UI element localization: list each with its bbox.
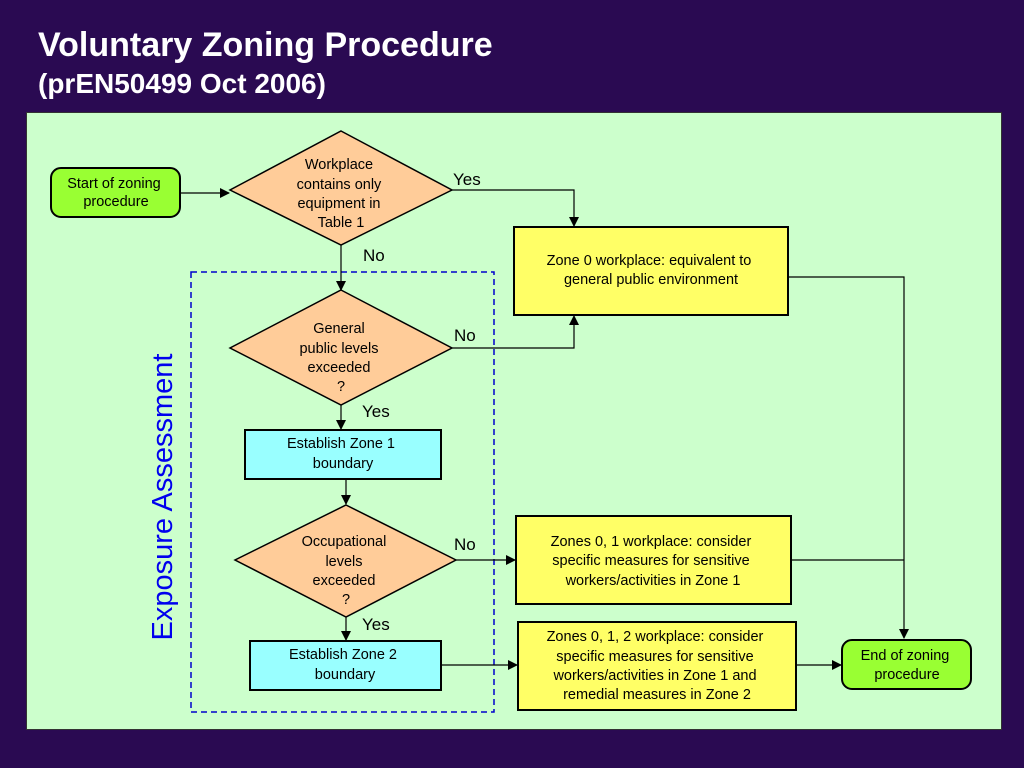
decision-occupational-label: ? <box>342 592 350 608</box>
establish-zone1-label: boundary <box>313 456 374 472</box>
exposure-assessment-region <box>190 271 495 713</box>
start-label: procedure <box>83 194 148 210</box>
zone0-to-end-line <box>789 276 909 639</box>
establish-zone1-label: Establish Zone 1 <box>287 436 395 452</box>
decision-general-public-label: General <box>313 321 365 337</box>
svg-text:Start of zoning procedure: Start of zoning procedure <box>67 176 165 210</box>
decision-equipment-label: equipment in <box>297 196 380 212</box>
establish-zone1-box <box>244 429 442 480</box>
zone0-outcome-label: Zone 0 workplace: equivalent to <box>547 253 752 269</box>
decision-equipment-label: Workplace <box>305 157 373 173</box>
svg-text:Zone 0 workplace: equivalent t: Zone 0 workplace: equivalent to general … <box>547 253 756 288</box>
zones012-outcome-box <box>517 621 797 711</box>
svg-text:Establish Zone 2 boundary: Establish Zone 2 boundary <box>289 647 401 683</box>
establish-zone2-box <box>249 640 442 691</box>
decision-occupational-label: Occupational <box>302 534 387 550</box>
svg-text:End of zoning procedure: End of zoning procedure <box>861 648 954 683</box>
establish-zone2-label: Establish Zone 2 <box>289 647 397 663</box>
exposure-assessment-label: Exposure Assessment <box>147 354 179 641</box>
svg-text:Occupational levels ex: Occupational levels exceeded ? <box>302 534 391 608</box>
zones01-outcome-label: specific measures for sensitive <box>552 553 749 569</box>
zones012-outcome-label: remedial measures in Zone 2 <box>563 687 751 703</box>
start-label: Start of zoning <box>67 176 161 192</box>
svg-text:Establish Zone 1 boundary: Establish Zone 1 boundary <box>287 436 399 472</box>
zones012-outcome-label: workers/activities in Zone 1 and <box>552 668 756 684</box>
decision-equipment-label: contains only <box>297 177 382 193</box>
connectors <box>181 188 909 670</box>
equipment-yes-to-zone0-arrow <box>452 189 579 227</box>
branch-label-no: No <box>454 326 476 345</box>
page-title: Voluntary Zoning Procedure <box>38 26 493 64</box>
end-label: End of zoning <box>861 648 950 664</box>
end-terminal <box>841 639 972 690</box>
general-no-to-zone0-arrow <box>452 315 579 349</box>
branch-label-yes: Yes <box>453 170 481 189</box>
end-label: procedure <box>874 667 939 683</box>
decision-equipment <box>228 130 454 246</box>
establish-zone2-label: boundary <box>315 667 376 683</box>
decision-general-public-label: exceeded <box>308 360 371 376</box>
decision-general-public-label: ? <box>337 379 345 395</box>
page-subtitle: (prEN50499 Oct 2006) <box>38 68 326 99</box>
decision-equipment-label: Table 1 <box>318 215 365 231</box>
svg-text:Workplace contains only: Workplace contains only equipment in Tab… <box>297 157 386 231</box>
zones01-outcome-label: workers/activities in Zone 1 <box>565 573 741 589</box>
zones01-outcome-box <box>515 515 792 605</box>
zone0-outcome-label: general public environment <box>564 272 738 288</box>
zones012-outcome-label: Zones 0, 1, 2 workplace: consider <box>547 629 764 645</box>
zones01-outcome-label: Zones 0, 1 workplace: consider <box>551 534 752 550</box>
branch-label-yes: Yes <box>362 402 390 421</box>
decision-general-public <box>228 289 454 406</box>
decision-occupational <box>233 504 458 618</box>
branch-label-no: No <box>454 535 476 554</box>
start-terminal <box>50 167 181 218</box>
svg-text:Zones 0, 1 workplace: consider: Zones 0, 1 workplace: consider specific … <box>551 534 756 589</box>
zones012-outcome-label: specific measures for sensitive <box>556 649 753 665</box>
decision-general-public-label: public levels <box>299 341 378 357</box>
branch-label-yes: Yes <box>362 615 390 634</box>
branch-label-no: No <box>363 246 385 265</box>
decision-occupational-label: levels <box>325 554 362 570</box>
svg-text:General public levels: General public levels exceeded ? <box>299 321 382 395</box>
svg-text:Zones 0, 1, 2 workplace: consi: Zones 0, 1, 2 workplace: consider specif… <box>547 629 768 703</box>
decision-occupational-label: exceeded <box>313 573 376 589</box>
diagram-panel <box>26 112 1002 730</box>
zone0-outcome-box <box>513 226 789 316</box>
